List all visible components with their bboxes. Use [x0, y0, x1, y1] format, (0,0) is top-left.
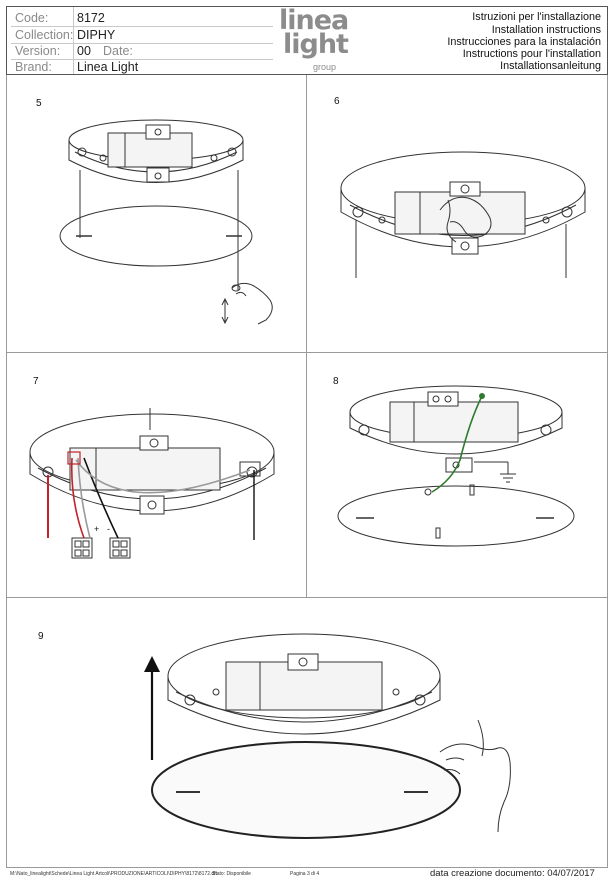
grid-divider-row1 — [6, 352, 608, 353]
grid-border-left — [6, 75, 7, 868]
footer-status: Stato: Disponibile — [212, 871, 251, 877]
step-number-8: 8 — [333, 376, 339, 387]
step-number-9: 9 — [38, 631, 44, 642]
brand-value: Linea Light — [77, 60, 139, 74]
logo-group: group — [313, 62, 337, 72]
step-number-6: 6 — [334, 96, 340, 107]
version-label: Version: — [15, 44, 61, 58]
header-row-line — [11, 59, 273, 60]
brand-label: Brand: — [15, 60, 52, 74]
step-number-7: 7 — [33, 376, 39, 387]
header-row-line — [11, 43, 273, 44]
step-number-5: 5 — [36, 98, 42, 109]
instructions-de: Installationsanleitung — [500, 60, 601, 72]
instructions-en: Installation instructions — [491, 24, 601, 36]
collection-value: DIPHY — [77, 28, 116, 42]
footer-creation-date: data creazione documento: 04/07/2017 — [430, 868, 595, 879]
date-label: Date: — [103, 44, 133, 58]
instructions-es: Instrucciones para la instalación — [447, 36, 601, 48]
footer-page: Pagina 3 di 4 — [290, 871, 320, 877]
footer-file-path: M:\Nato_linealight\Schede\Linea Light Ar… — [10, 871, 217, 877]
grid-divider-vertical — [306, 75, 307, 598]
code-label: Code: — [15, 11, 49, 25]
code-value: 8172 — [77, 11, 105, 25]
grid-divider-row2 — [6, 597, 608, 598]
document-header: Code: 8172 Collection: DIPHY Version: 00… — [6, 5, 608, 75]
logo-linea: linea — [279, 5, 349, 36]
grid-border-right — [607, 75, 608, 868]
instructions-fr: Instructions pour l'installation — [462, 48, 601, 60]
version-value: 00 — [77, 44, 91, 58]
terminal-plus-label: + — [94, 524, 99, 534]
grid-border-bottom — [6, 867, 608, 868]
header-row-line — [11, 26, 273, 27]
logo-light: light — [283, 29, 349, 60]
instructions-it: Istruzioni per l'installazione — [472, 11, 601, 23]
header-column-divider — [73, 7, 74, 74]
terminal-minus-label: - — [107, 524, 110, 534]
collection-label: Collection: — [15, 28, 74, 42]
